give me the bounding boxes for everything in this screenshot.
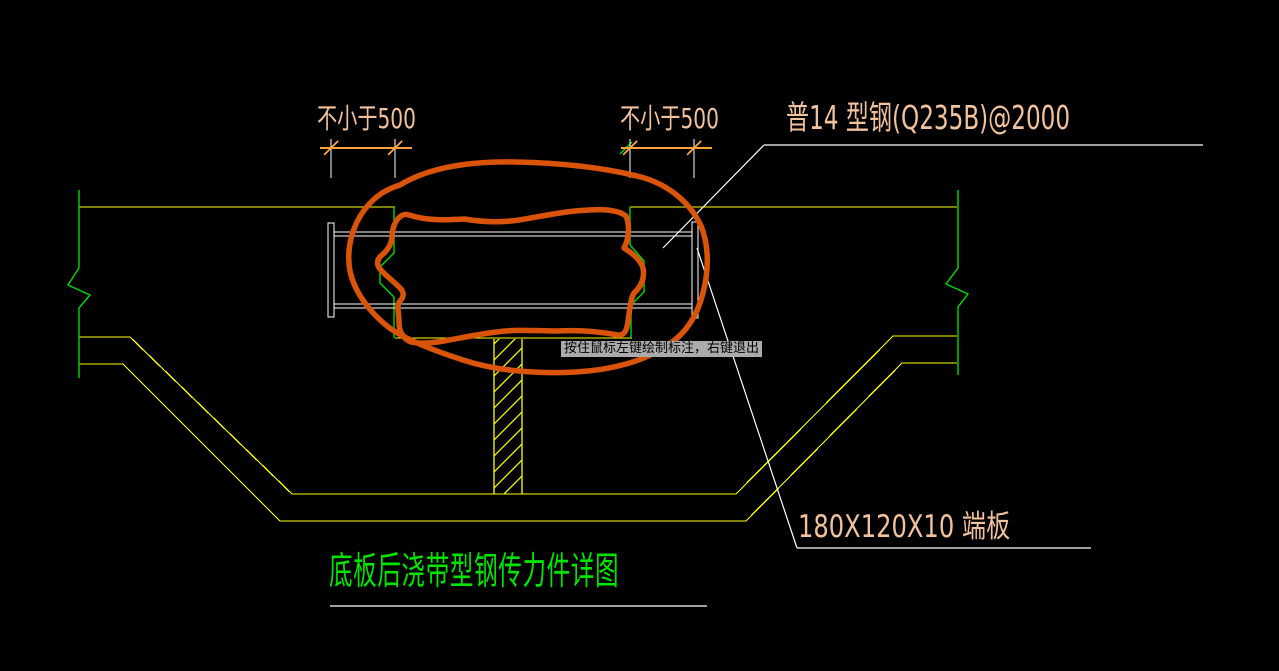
end-plate-left xyxy=(327,222,335,318)
dimension-label-right: 不小于500 xyxy=(620,102,719,135)
dimension-right xyxy=(621,139,712,178)
freehand-annotation-inner-outline xyxy=(374,206,647,346)
dimension-label-left: 不小于500 xyxy=(317,102,416,135)
blinding-layer-outline xyxy=(79,362,957,522)
tick-mark xyxy=(622,140,638,156)
dimension-left xyxy=(320,139,412,178)
leader-line-steel-label xyxy=(662,144,765,249)
green-edge-lines xyxy=(66,141,970,378)
leader-line-endplate-label xyxy=(696,247,798,549)
annotation-tool-tooltip: 按住鼠标左键绘制标注，右键退出 xyxy=(561,341,763,357)
break-line-left xyxy=(66,190,92,378)
leaders-and-underlines xyxy=(330,144,1203,607)
tick-mark xyxy=(323,140,339,156)
hatched-support-wall xyxy=(493,339,523,494)
tick-mark xyxy=(686,140,702,156)
slab-soffit-and-pit-outline xyxy=(79,335,957,495)
slab-structure-lines xyxy=(79,206,957,522)
steel-section-label: 普14 型钢(Q235B)@2000 xyxy=(786,98,1071,137)
hatch-lines xyxy=(494,339,522,494)
end-plate-label: 180X120X10 端板 xyxy=(798,509,1011,545)
drawing-title: 底板后浇带型钢传力件详图 xyxy=(329,549,620,593)
tick-mark xyxy=(387,140,403,156)
break-line-right xyxy=(944,190,970,375)
